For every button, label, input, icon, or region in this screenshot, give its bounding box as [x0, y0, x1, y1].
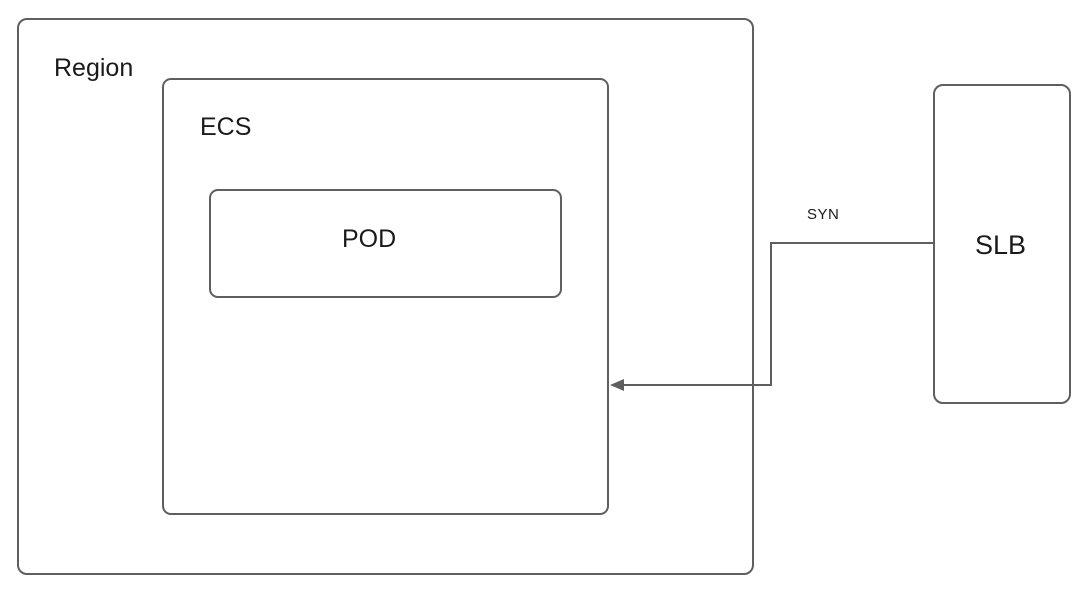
slb-box — [933, 84, 1071, 404]
pod-box — [209, 189, 562, 298]
pod-label: POD — [342, 225, 397, 253]
region-label: Region — [54, 54, 134, 82]
syn-label: SYN — [807, 206, 840, 223]
slb-label: SLB — [975, 230, 1027, 260]
ecs-label: ECS — [200, 113, 252, 141]
